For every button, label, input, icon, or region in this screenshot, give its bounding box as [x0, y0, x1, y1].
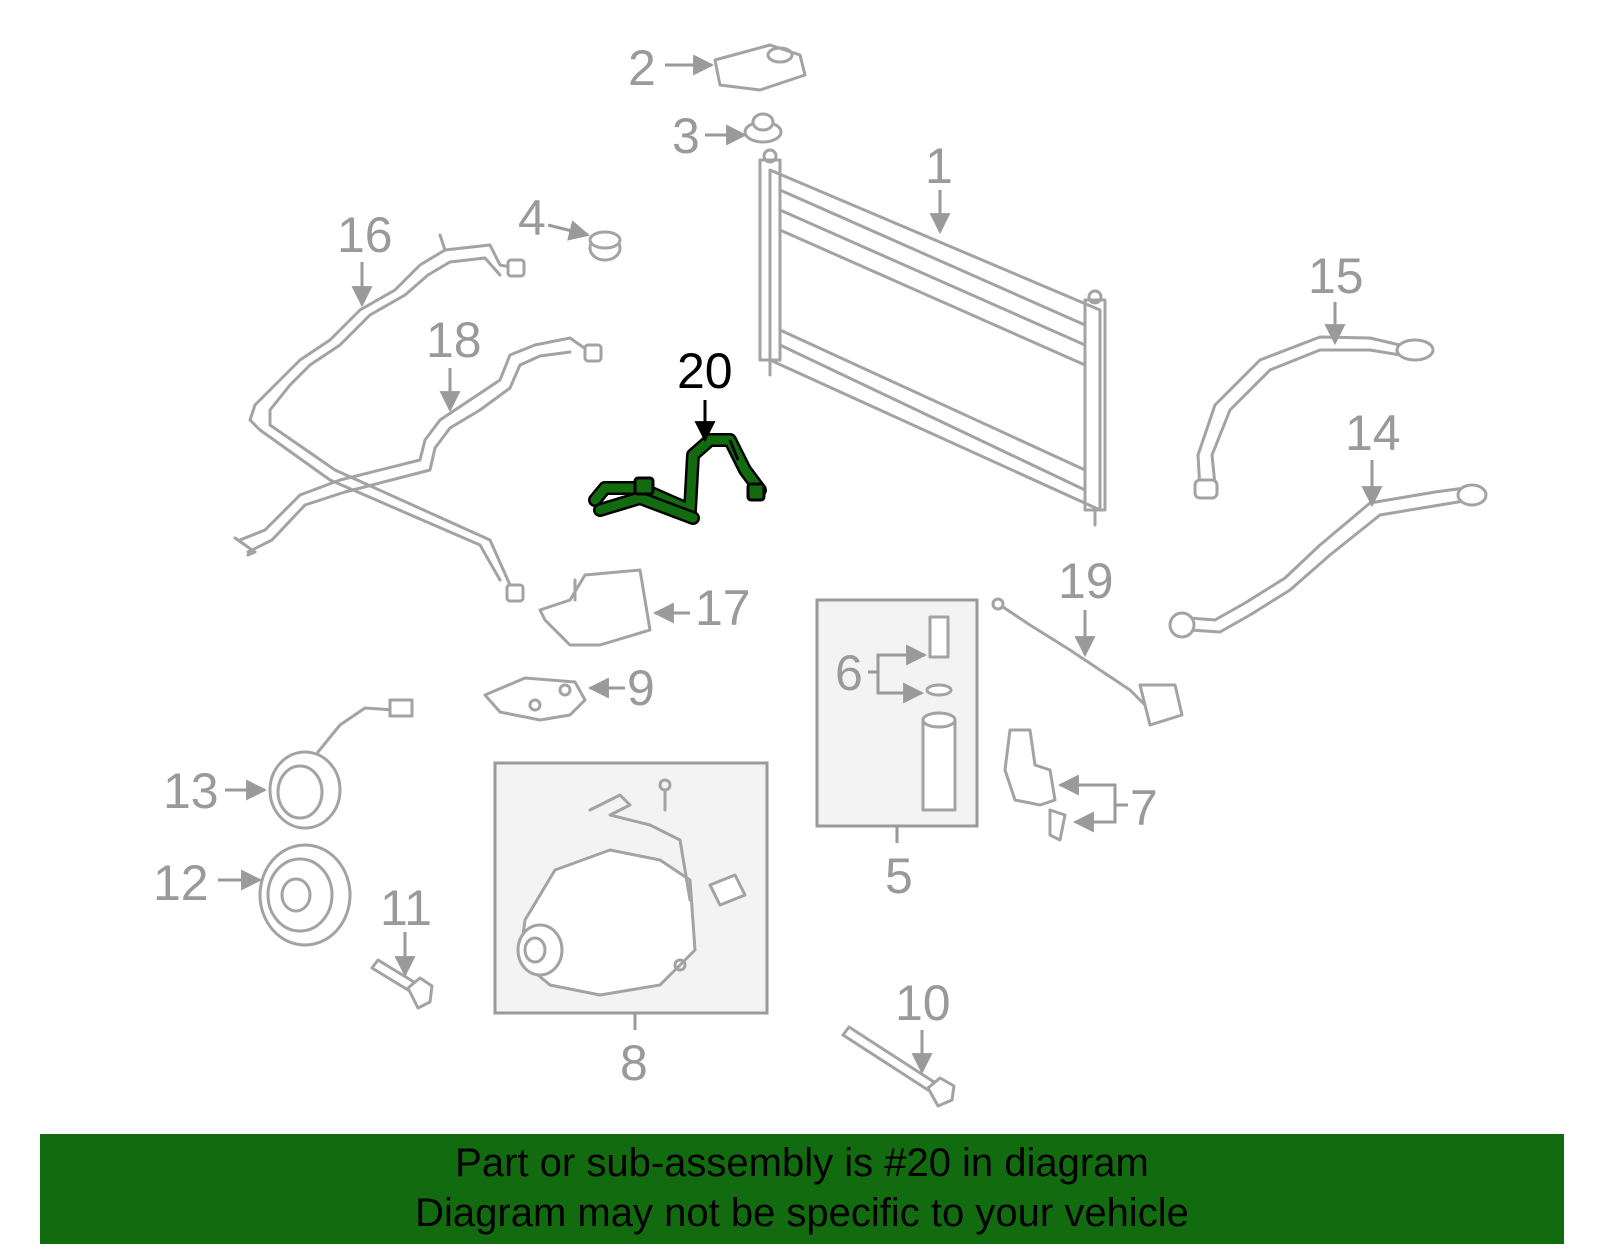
ac-hose-14-part[interactable]: [1168, 483, 1488, 639]
callout-9: 9: [587, 660, 655, 716]
grommet-part[interactable]: [743, 112, 783, 144]
callout-15: 15: [1308, 248, 1364, 346]
callout-12-label: 12: [153, 855, 209, 911]
bushing-part[interactable]: [588, 230, 622, 262]
receiver-drier-5-box[interactable]: [815, 598, 979, 828]
callout-16-label: 16: [337, 207, 393, 263]
callout-8: 8: [620, 1013, 648, 1091]
ac-hose-15-part[interactable]: [1193, 335, 1435, 500]
callout-2: 2: [628, 40, 715, 96]
callout-18: 18: [426, 312, 482, 413]
bolt-11-part[interactable]: [370, 958, 434, 1010]
mount-9-part[interactable]: [483, 676, 587, 722]
callout-17: 17: [652, 580, 751, 636]
callout-11-label: 11: [380, 880, 432, 936]
clutch-coil-13-part[interactable]: [268, 698, 414, 830]
banner-line-2: Diagram may not be specific to your vehi…: [415, 1191, 1189, 1235]
ac-parts-diagram: 1 2 3 4 16: [153, 40, 1488, 1108]
callout-12: 12: [153, 855, 263, 911]
shield-17-part[interactable]: [538, 568, 652, 647]
callout-19-label: 19: [1058, 553, 1114, 609]
callout-17-label: 17: [695, 580, 751, 636]
callout-6: 6: [835, 644, 928, 704]
pulley-12-part[interactable]: [258, 843, 352, 947]
callout-3-label: 3: [672, 108, 700, 164]
bolt-10-part[interactable]: [841, 1025, 956, 1108]
callout-7: 7: [1057, 774, 1158, 836]
callout-20-label: 20: [677, 343, 733, 399]
callout-4: 4: [518, 190, 591, 246]
callout-10-label: 10: [895, 975, 951, 1031]
callout-10: 10: [895, 975, 951, 1075]
callout-16: 16: [337, 207, 393, 308]
callout-4-label: 4: [518, 190, 546, 246]
banner-line-1: Part or sub-assembly is #20 in diagram: [455, 1141, 1149, 1185]
callout-5-label: 5: [885, 848, 913, 904]
callout-9-label: 9: [627, 660, 655, 716]
compressor-8-box[interactable]: [493, 761, 769, 1015]
callout-8-label: 8: [620, 1035, 648, 1091]
callout-19: 19: [1058, 553, 1114, 658]
callout-5: 5: [885, 826, 913, 904]
condenser-part[interactable]: [758, 148, 1107, 527]
callout-13: 13: [163, 763, 268, 819]
ac-pipe-20-part-highlighted[interactable]: [588, 433, 767, 525]
bracket-7-part[interactable]: [1003, 728, 1067, 842]
callout-11: 11: [380, 880, 432, 978]
callout-14: 14: [1345, 405, 1401, 508]
ac-hose-18-part[interactable]: [233, 336, 603, 557]
callout-3: 3: [672, 108, 748, 164]
callout-18-label: 18: [426, 312, 482, 368]
bracket-part[interactable]: [713, 43, 807, 92]
callout-2-label: 2: [628, 40, 656, 96]
callout-14-label: 14: [1345, 405, 1401, 461]
callout-20: 20: [677, 343, 733, 443]
sensor-19-part[interactable]: [991, 597, 1184, 727]
callout-13-label: 13: [163, 763, 219, 819]
callout-1: 1: [925, 138, 953, 235]
callout-15-label: 15: [1308, 248, 1364, 304]
callout-1-label: 1: [925, 138, 953, 194]
callout-6-label: 6: [835, 645, 863, 701]
ac-hose-16-part[interactable]: [248, 233, 526, 603]
callout-7-label: 7: [1130, 780, 1158, 836]
info-banner: Part or sub-assembly is #20 in diagram D…: [40, 1134, 1564, 1244]
